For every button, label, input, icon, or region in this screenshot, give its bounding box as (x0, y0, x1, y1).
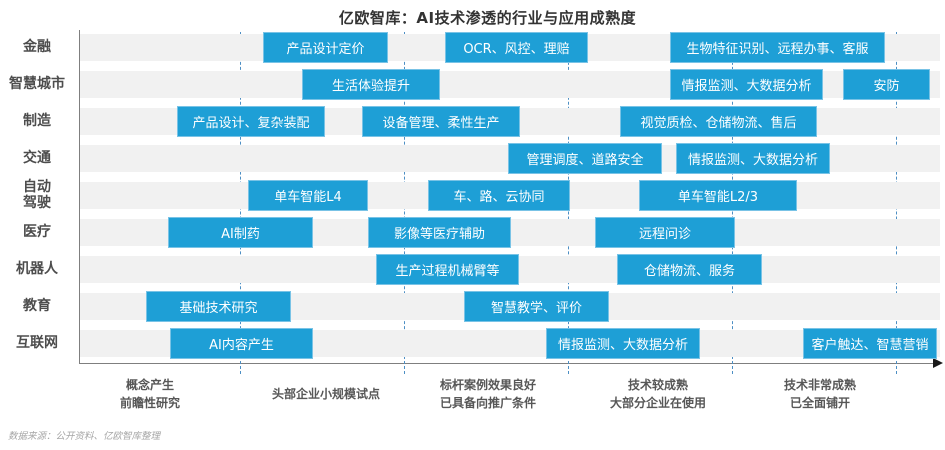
row-label-industry: 医疗 (0, 219, 74, 246)
chart-title: 亿欧智库：AI技术渗透的行业与应用成熟度 (338, 9, 637, 27)
x-axis-stage-label: 头部企业小规模试点 (272, 376, 380, 412)
row-label-line: 自动 (23, 178, 51, 195)
chart-bar: 智慧教学、评价 (464, 291, 609, 322)
chart-bar: 情报监测、大数据分析 (676, 143, 830, 174)
row-label-line: 教育 (23, 297, 51, 314)
row-label-industry: 智慧城市 (0, 71, 74, 98)
chart-bar: 影像等医疗辅助 (368, 217, 511, 248)
chart-bar: 生活体验提升 (302, 69, 440, 100)
chart-bar: 基础技术研究 (146, 291, 291, 322)
chart-bar: AI制药 (168, 217, 313, 248)
row-label-line: 制造 (23, 112, 51, 129)
x-axis-stage-label: 技术非常成熟已全面铺开 (784, 376, 856, 412)
chart-bar: 远程问诊 (595, 217, 735, 248)
row-label-industry: 交通 (0, 145, 74, 172)
chart-bar: 仓储物流、服务 (617, 254, 762, 285)
stage-label-line: 技术非常成熟 (783, 378, 857, 392)
source-note: 数据来源：公开资料、亿欧智库整理 (8, 431, 161, 442)
row-label-industry: 教育 (0, 293, 74, 320)
stage-label-line: 标杆案例效果良好 (439, 378, 537, 392)
row-label-industry: 互联网 (0, 330, 74, 357)
row-label-industry: 自动驾驶 (0, 178, 74, 211)
row-label-line: 医疗 (23, 223, 51, 240)
chart-bar: 客户触达、智慧营销 (803, 328, 937, 359)
chart-bar: 情报监测、大数据分析 (546, 328, 700, 359)
chart-bar: 单车智能L4 (248, 180, 368, 211)
x-axis-stage-label: 标杆案例效果良好已具备向推广条件 (440, 376, 536, 412)
row-label-industry: 机器人 (0, 256, 74, 283)
row-label-line: 金融 (23, 38, 51, 55)
chart-bar: AI内容产生 (170, 328, 313, 359)
chart-bar: 生产过程机械臂等 (376, 254, 519, 285)
chart-bar: 生物特征识别、远程办事、客服 (670, 32, 885, 63)
chart-bar: 产品设计、复杂装配 (177, 106, 325, 137)
chart-bar: 视觉质检、仓储物流、售后 (620, 106, 817, 137)
chart-bar: 产品设计定价 (263, 32, 388, 63)
row-label-line: 互联网 (16, 334, 58, 351)
stage-label-line: 已具备向推广条件 (439, 396, 537, 410)
row-label-line: 机器人 (16, 260, 58, 277)
chart-bar: OCR、风控、理赔 (445, 32, 588, 63)
stage-label-line: 头部企业小规模试点 (271, 387, 381, 401)
row-label-line: 交通 (23, 149, 51, 166)
chart-bar: 安防 (843, 69, 930, 100)
chart-bar: 单车智能L2/3 (639, 180, 797, 211)
row-label-industry: 制造 (0, 108, 74, 135)
stage-label-line: 已全面铺开 (789, 396, 851, 410)
x-axis-line (79, 363, 935, 364)
stage-label-line: 前瞻性研究 (119, 396, 181, 410)
chart-bar: 车、路、云协同 (428, 180, 570, 211)
stage-label-line: 概念产生 (125, 378, 175, 392)
x-axis-stage-label: 技术较成熟大部分企业在使用 (610, 376, 706, 412)
stage-label-line: 技术较成熟 (627, 378, 689, 392)
x-axis-stage-label: 概念产生前瞻性研究 (120, 376, 180, 412)
chart-bar: 设备管理、柔性生产 (362, 106, 520, 137)
row-label-line: 智慧城市 (9, 75, 65, 92)
x-axis-arrow-icon (933, 358, 943, 368)
row-label-industry: 金融 (0, 34, 74, 61)
row-label-line: 驾驶 (23, 194, 51, 211)
y-axis-line (79, 30, 80, 363)
stage-label-line: 大部分企业在使用 (609, 396, 707, 410)
chart-bar: 情报监测、大数据分析 (670, 69, 823, 100)
chart-bar: 管理调度、道路安全 (508, 143, 662, 174)
